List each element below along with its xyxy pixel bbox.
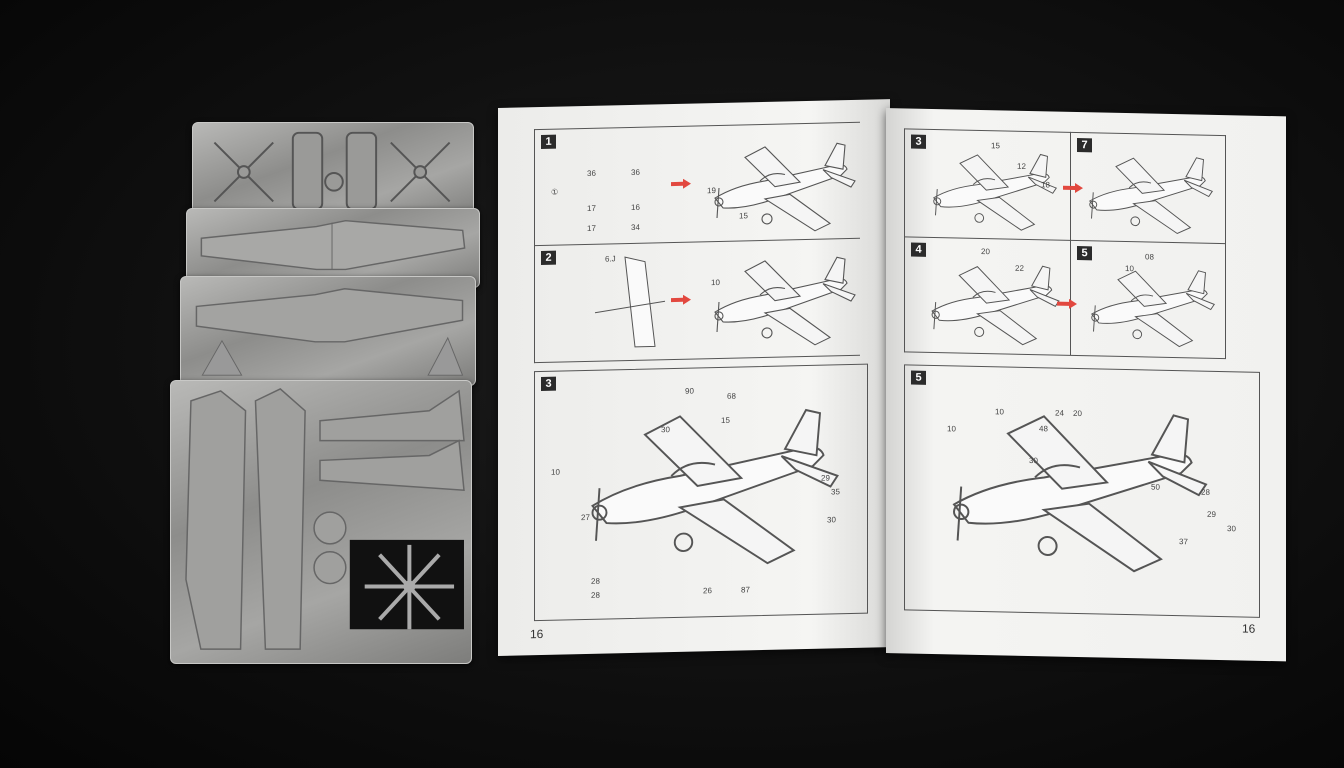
part-label: 28 [591,590,600,600]
aircraft-diagram [591,408,839,569]
part-label: 08 [1145,252,1154,262]
part-label: 15 [739,211,748,221]
part-label: 6.J [605,254,616,264]
part-label: 24 [1055,408,1064,418]
part-label: 16 [631,202,640,212]
part-label: 68 [727,391,736,401]
metal-sheet-4 [170,380,472,664]
step-number: 1 [541,134,556,150]
part-label: 36 [587,168,596,178]
step-number: 4 [911,242,926,257]
part-label: 10 [995,407,1004,417]
aircraft-diagram [931,263,1060,346]
part-label: 30 [1227,524,1236,534]
part-label: 10 [711,277,720,288]
aircraft-diagram [714,142,856,234]
step-panel-1: 1 36 36 17 16 17 34 19 15 ① [534,121,860,248]
step-number: 2 [541,250,556,266]
part-label: 87 [741,585,750,595]
part-label: 37 [1179,537,1188,547]
step-panel-3: 3 15 12 18 [904,128,1070,242]
aircraft-diagram [714,256,856,348]
step-number: 5 [1077,246,1092,261]
wing-part-etching [200,219,466,271]
part-label: 34 [631,222,640,232]
metal-sheet-3 [180,276,476,386]
step-panel-5-large: 5 10 10 48 24 20 30 50 28 29 30 37 [904,364,1260,618]
step-number: 3 [911,134,926,149]
part-label: 28 [591,576,600,586]
part-label: 30 [661,425,670,435]
part-label: 35 [831,487,840,497]
part-label: 15 [721,415,730,425]
part-label: 12 [1017,161,1026,171]
part-label: 48 [1039,424,1048,434]
wing-part-etching [195,288,464,376]
part-label: 17 [587,203,596,213]
part-label: 50 [1151,482,1160,492]
part-label: 90 [685,386,694,396]
step-panel-4: 4 20 22 [904,236,1070,356]
part-label: 10 [1125,264,1134,274]
left-page: 1 36 36 17 16 17 34 19 15 ① 2 6.J 10 3 9… [498,99,890,657]
part-label: 27 [581,512,590,523]
part-label: 29 [821,473,830,483]
part-label: 20 [981,246,990,257]
part-label: 17 [587,223,596,233]
part-label: 22 [1015,263,1024,273]
page-number: 16 [530,626,544,642]
part-label: 15 [991,141,1000,151]
part-label: 10 [551,467,560,477]
red-arrow-icon [1063,182,1083,193]
part-label: 19 [707,186,716,196]
instruction-booklet: 1 36 36 17 16 17 34 19 15 ① 2 6.J 10 3 9… [498,99,1288,662]
aircraft-diagram [1089,155,1213,235]
fuselage-parts-etching [185,388,465,650]
part-label: 18 [1041,180,1050,190]
part-label: 30 [1029,455,1038,466]
part-label: 28 [1201,487,1210,497]
red-arrow-icon [671,178,691,189]
step-number: 3 [541,376,556,392]
step-panel-2: 2 6.J 10 [534,237,860,364]
part-label: 30 [827,515,836,525]
metal-sheet-1 [192,122,474,222]
step-panel-3: 3 90 68 30 15 10 27 29 35 30 28 28 26 87 [534,363,868,622]
part-label: 20 [1073,408,1082,419]
part-label: 29 [1207,509,1216,519]
part-label: 36 [631,167,640,177]
step-number: 5 [911,370,926,385]
aircraft-diagram [953,409,1207,574]
step-panel-5: 5 08 10 [1057,239,1226,360]
fuselage-diagram [594,256,666,348]
right-page: 3 15 12 18 7 4 20 22 5 08 10 5 10 [886,108,1286,662]
metal-sheet-2 [186,208,480,288]
propeller-parts-etching [213,131,451,211]
aircraft-diagram [933,151,1057,232]
red-arrow-icon [1057,298,1077,309]
page-number: 16 [1242,621,1256,636]
part-label: 10 [947,424,956,434]
part-label: ① [551,187,559,197]
red-arrow-icon [671,294,691,305]
part-label: 26 [703,586,712,596]
aircraft-diagram [1091,268,1215,348]
step-panel-7: 7 [1063,131,1226,246]
